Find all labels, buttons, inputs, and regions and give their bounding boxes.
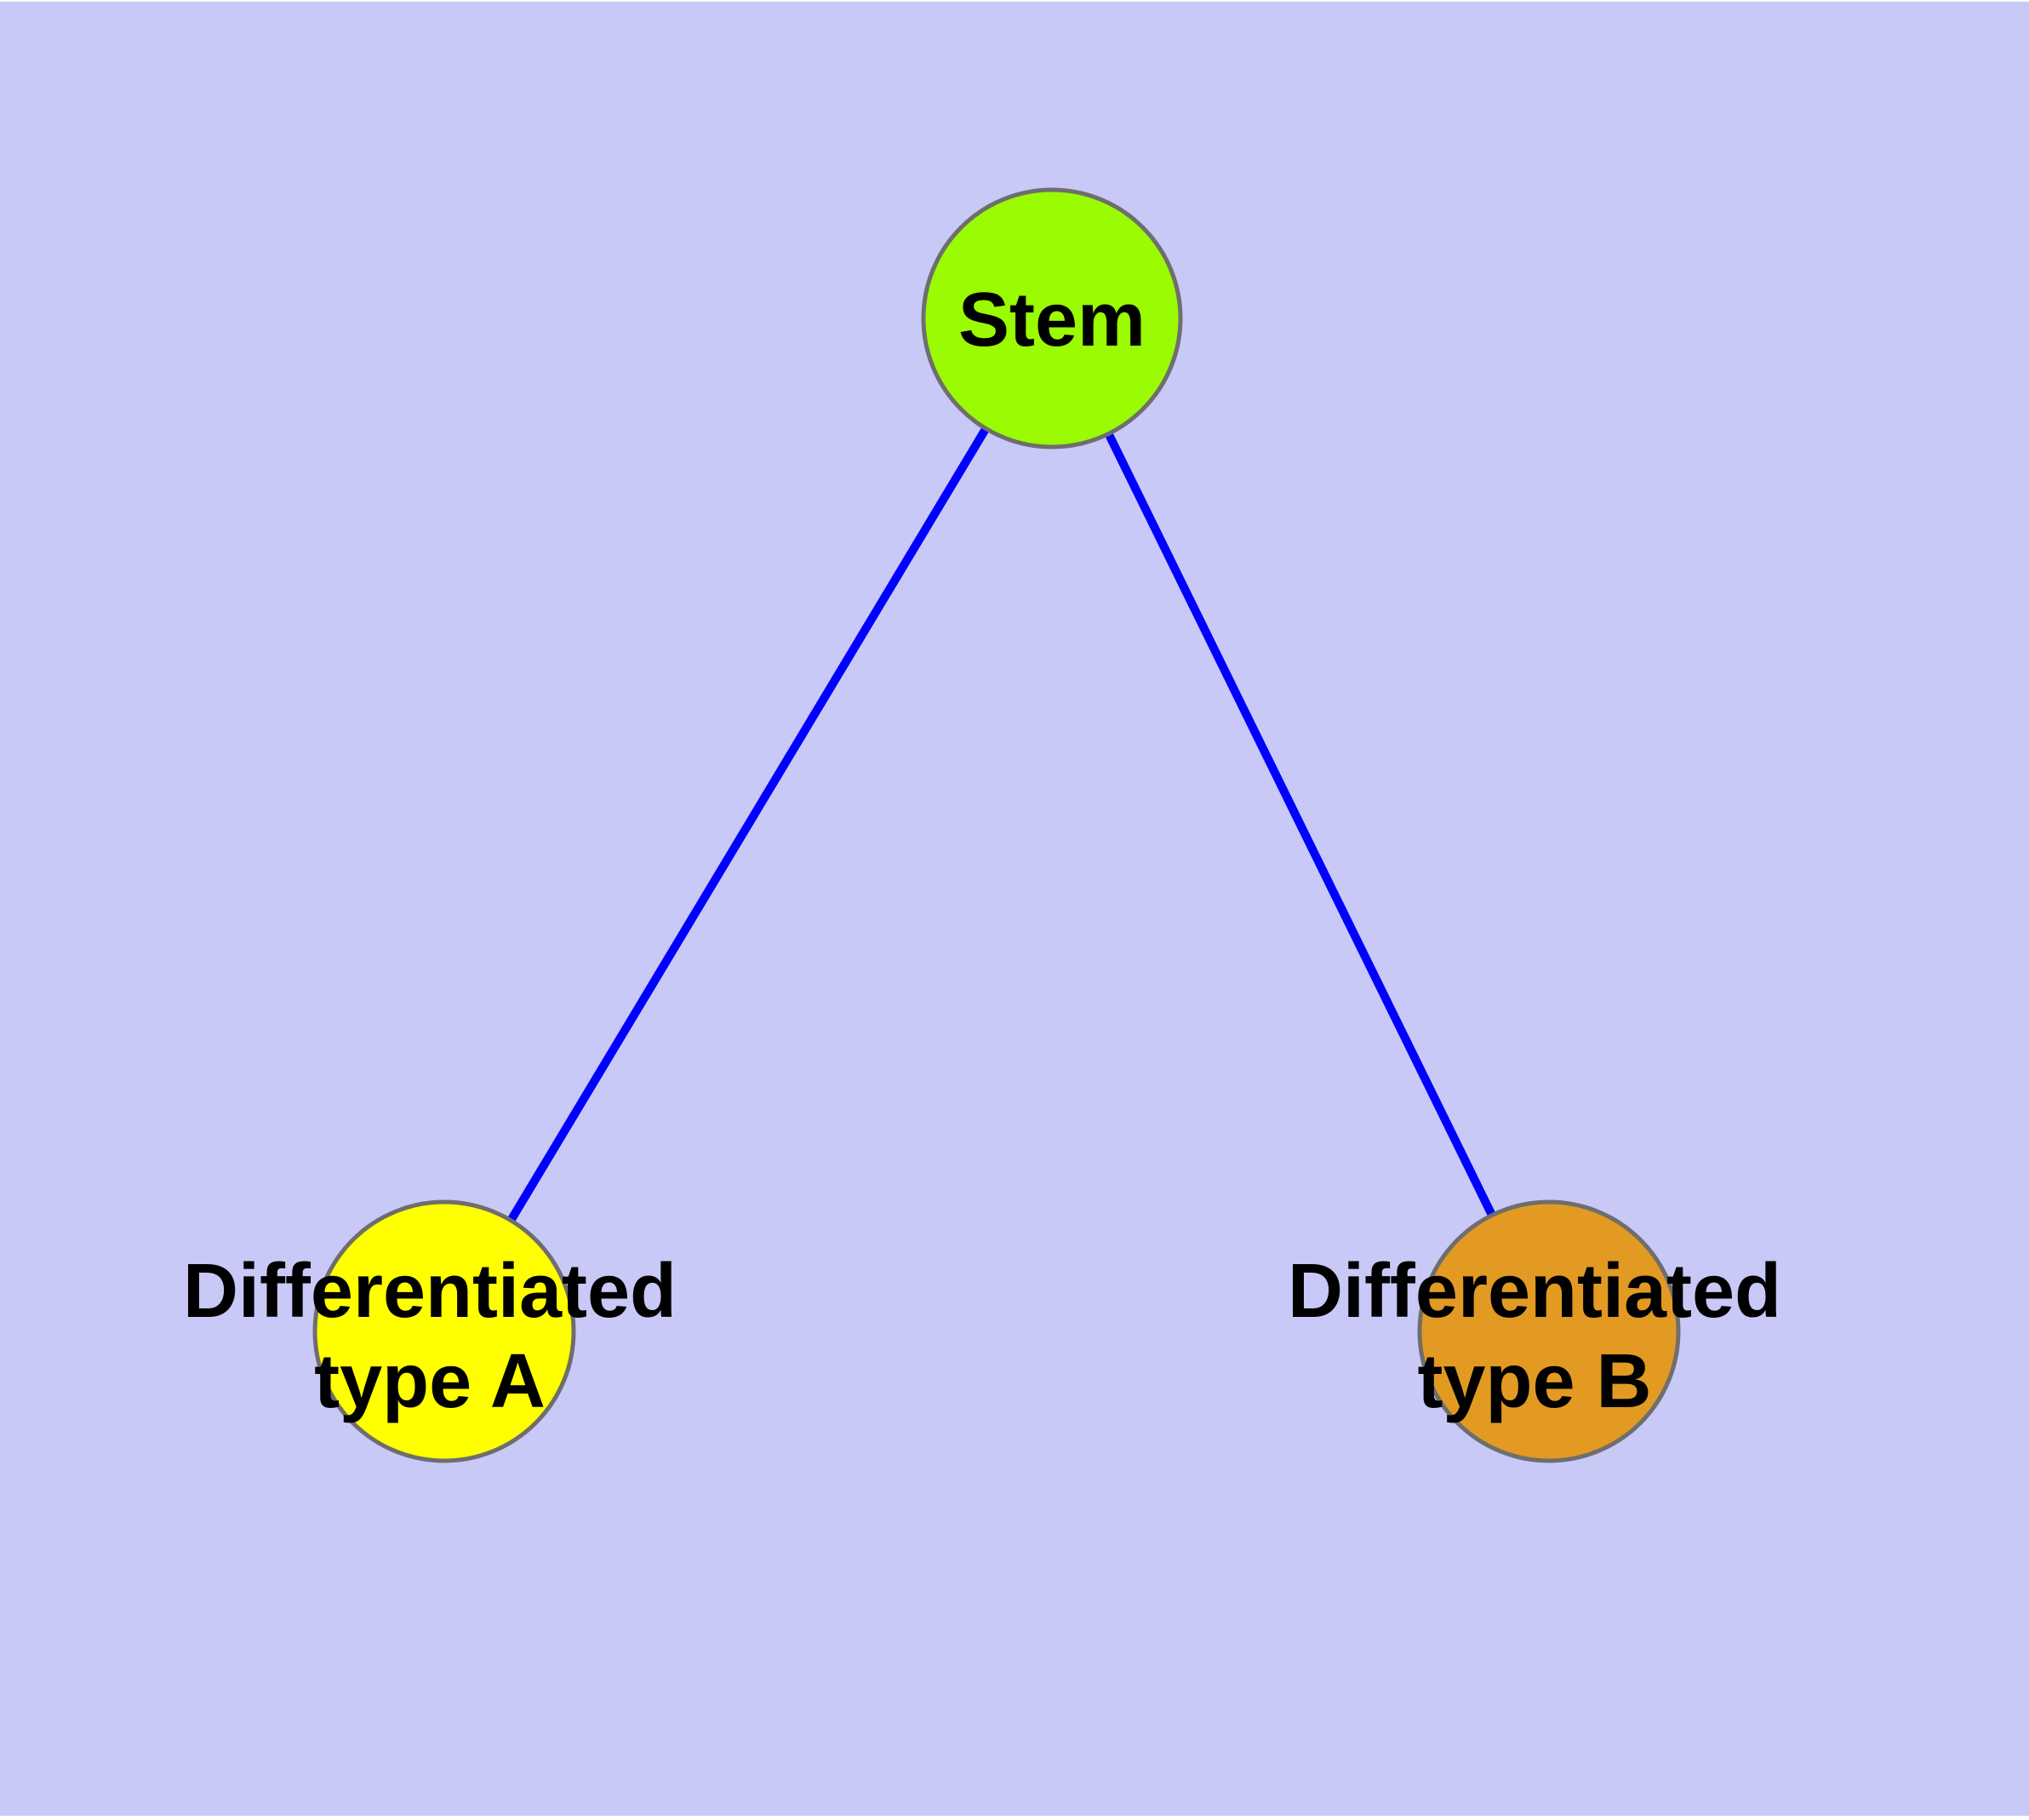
node-type-b-circle: [1417, 1199, 1681, 1463]
node-type-b-label-line2: type B: [1417, 1339, 1651, 1424]
node-type-a-label-line2: type A: [314, 1339, 546, 1424]
edge-stem-to-type-b: [1048, 316, 1553, 1334]
node-type-a-label-line1: Differentiated: [183, 1249, 677, 1334]
node-stem-label: Stem: [958, 278, 1146, 363]
node-type-a-circle: [312, 1199, 576, 1463]
node-stem-circle: [921, 187, 1183, 449]
node-type-b-label-line1: Differentiated: [1288, 1249, 1781, 1334]
edge-stem-to-type-a: [440, 316, 1056, 1334]
